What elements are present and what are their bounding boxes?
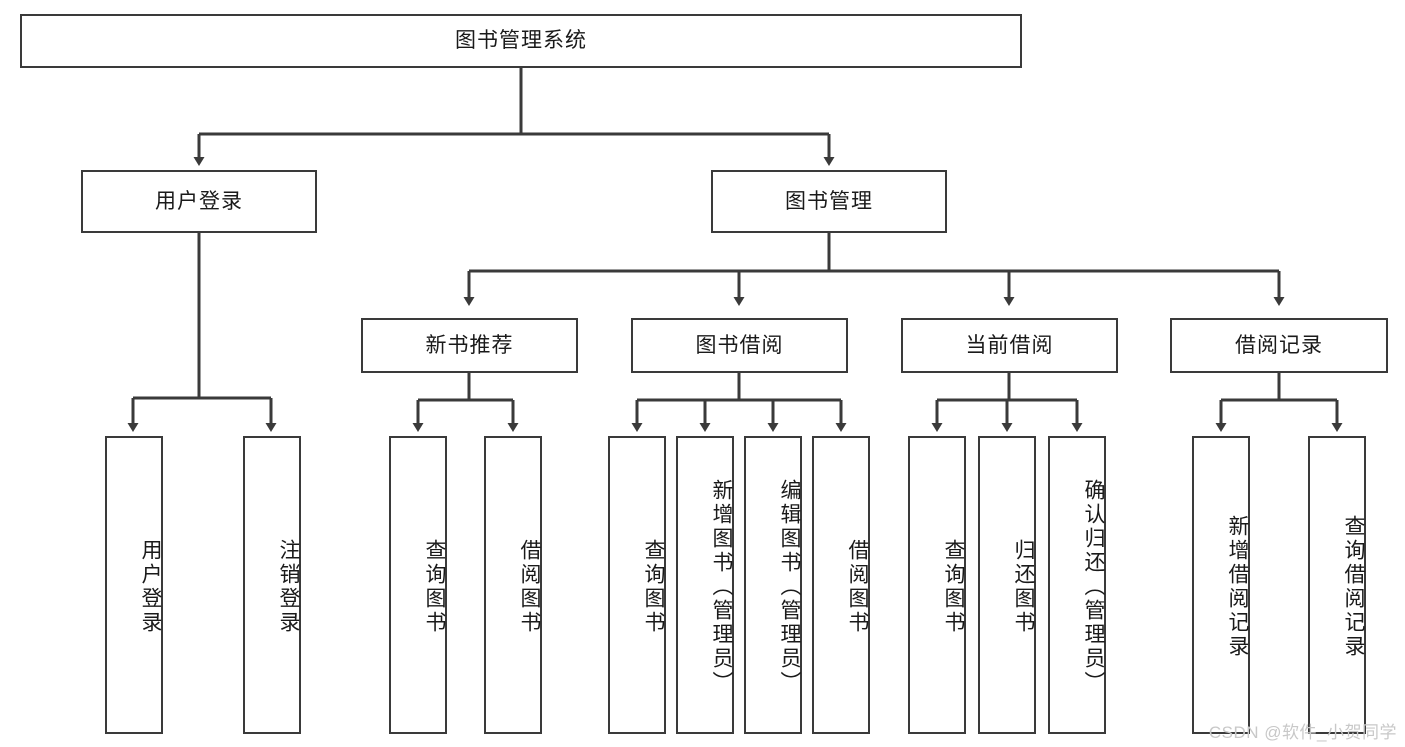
leaf-borrow-edit-book[interactable]: 编辑图书（管理员） [744, 436, 802, 734]
leaf-record-add[interactable]: 新增借阅记录 [1192, 436, 1250, 734]
leaf-borrow-borrow-book[interactable]: 借阅图书 [812, 436, 870, 734]
node-user-login[interactable]: 用户登录 [81, 170, 317, 233]
node-book-management[interactable]: 图书管理 [711, 170, 947, 233]
node-root-label: 图书管理系统 [455, 29, 587, 53]
leaf-borrow-add-book[interactable]: 新增图书（管理员） [676, 436, 734, 734]
leaf-user-login-login[interactable]: 用户登录 [105, 436, 163, 734]
leaf-label: 确认归还（管理员） [1082, 479, 1105, 695]
leaf-user-login-logout[interactable]: 注销登录 [243, 436, 301, 734]
leaf-new-book-borrow[interactable]: 借阅图书 [484, 436, 542, 734]
leaf-label: 借阅图书 [518, 539, 541, 635]
node-user-login-label: 用户登录 [155, 189, 243, 213]
node-new-book-recommend-label: 新书推荐 [425, 333, 514, 357]
leaf-label: 查询借阅记录 [1342, 515, 1365, 659]
watermark: CSDN @软件_小贺同学 [1208, 723, 1397, 742]
leaf-label: 用户登录 [139, 539, 162, 635]
leaf-label: 查询图书 [423, 539, 446, 635]
node-book-management-label: 图书管理 [785, 189, 873, 213]
leaf-current-confirm-return[interactable]: 确认归还（管理员） [1048, 436, 1106, 734]
leaf-label: 借阅图书 [846, 539, 869, 635]
leaf-borrow-query-book[interactable]: 查询图书 [608, 436, 666, 734]
leaf-label: 归还图书 [1012, 539, 1035, 635]
node-new-book-recommend[interactable]: 新书推荐 [361, 318, 578, 373]
node-borrow-record-label: 借阅记录 [1235, 333, 1323, 357]
node-book-borrow[interactable]: 图书借阅 [631, 318, 848, 373]
leaf-label: 查询图书 [942, 539, 965, 635]
node-borrow-record[interactable]: 借阅记录 [1170, 318, 1388, 373]
leaf-record-query[interactable]: 查询借阅记录 [1308, 436, 1366, 734]
node-root[interactable]: 图书管理系统 [20, 14, 1022, 68]
leaf-label: 注销登录 [277, 539, 300, 635]
leaf-label: 新增借阅记录 [1226, 515, 1249, 659]
node-current-borrow-label: 当前借阅 [965, 333, 1054, 357]
node-current-borrow[interactable]: 当前借阅 [901, 318, 1118, 373]
leaf-label: 编辑图书（管理员） [778, 479, 801, 695]
leaf-new-book-query[interactable]: 查询图书 [389, 436, 447, 734]
leaf-current-return-book[interactable]: 归还图书 [978, 436, 1036, 734]
node-book-borrow-label: 图书借阅 [695, 333, 784, 357]
leaf-label: 新增图书（管理员） [710, 479, 733, 695]
leaf-current-query-book[interactable]: 查询图书 [908, 436, 966, 734]
leaf-label: 查询图书 [642, 539, 665, 635]
